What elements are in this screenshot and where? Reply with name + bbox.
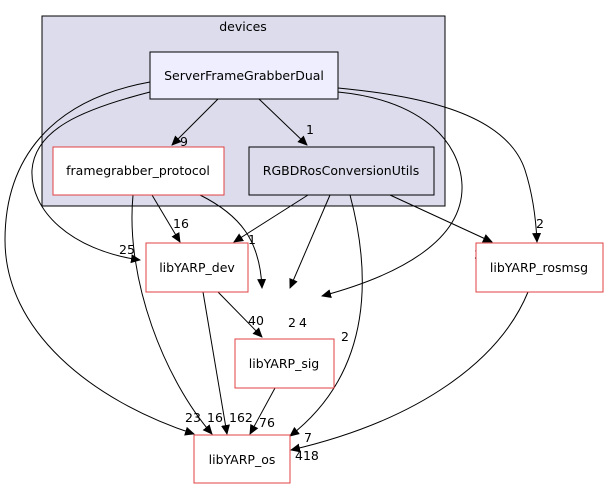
edge-server-framegrabber [171, 98, 219, 146]
edge-rgbd-os [289, 194, 363, 437]
edge-dev-sig [217, 291, 263, 338]
node-label: RGBDRosConversionUtils [263, 163, 419, 178]
edge-label: 25 [119, 242, 135, 257]
node-rgbd-ros-conversion-utils[interactable]: RGBDRosConversionUtils [248, 146, 435, 196]
node-server-frame-grabber-dual[interactable]: ServerFrameGrabberDual [149, 51, 339, 100]
edge-server-rosmsg [337, 87, 542, 243]
edge-sig-os [249, 387, 276, 435]
node-libyarp-rosmsg[interactable]: libYARP_rosmsg [475, 242, 604, 293]
node-label: libYARP_rosmsg [490, 260, 588, 275]
edge-rgbd-rosmsg [389, 194, 493, 243]
edge-framegrabber-os [131, 194, 213, 435]
node-label: libYARP_sig [249, 356, 320, 371]
edge-rgbd-sig [289, 194, 331, 289]
edge-dev-os [202, 291, 230, 435]
edge-rgbd-dev [233, 194, 309, 243]
edge-label: 2 [288, 315, 296, 330]
edge-label: 23 [185, 410, 201, 425]
node-libyarp-sig[interactable]: libYARP_sig [234, 338, 335, 389]
edge-label: 16 [173, 216, 189, 231]
edge-framegrabber-sig [199, 194, 267, 289]
edge-server-sig [321, 91, 463, 299]
edge-framegrabber-dev [151, 194, 181, 243]
edges [4, 81, 542, 453]
edge-label: 2 [341, 329, 349, 344]
cluster-label: devices [219, 19, 267, 34]
edge-rosmsg-os [290, 291, 529, 453]
edge-server-os [4, 81, 195, 436]
edge-label: 9 [180, 134, 188, 149]
edge-server-dev [31, 91, 151, 264]
node-libyarp-os[interactable]: libYARP_os [193, 434, 291, 484]
edge-label: 1 [306, 122, 314, 137]
edge-label: 1 [248, 232, 256, 247]
edge-label: 40 [248, 313, 264, 328]
edge-label: 162 [229, 410, 253, 425]
node-libyarp-dev[interactable]: libYARP_dev [145, 242, 249, 293]
node-label: libYARP_dev [159, 260, 235, 275]
edge-label: 7 [304, 430, 312, 445]
edge-labels: 9 1 2 25 2 23 16 2 16 1 4 3 7 40 162 76 … [119, 122, 544, 463]
edge-label: 16 [207, 410, 223, 425]
edge-server-rgbd [258, 98, 308, 146]
edge-label: 2 [536, 216, 544, 231]
node-label: framegrabber_protocol [66, 163, 210, 178]
edge-label: 4 [299, 315, 307, 330]
node-label: ServerFrameGrabberDual [164, 68, 324, 83]
node-label: libYARP_os [209, 452, 276, 467]
edge-label: 418 [295, 448, 319, 463]
node-framegrabber-protocol[interactable]: framegrabber_protocol [52, 146, 225, 196]
edge-label: 76 [259, 415, 275, 430]
